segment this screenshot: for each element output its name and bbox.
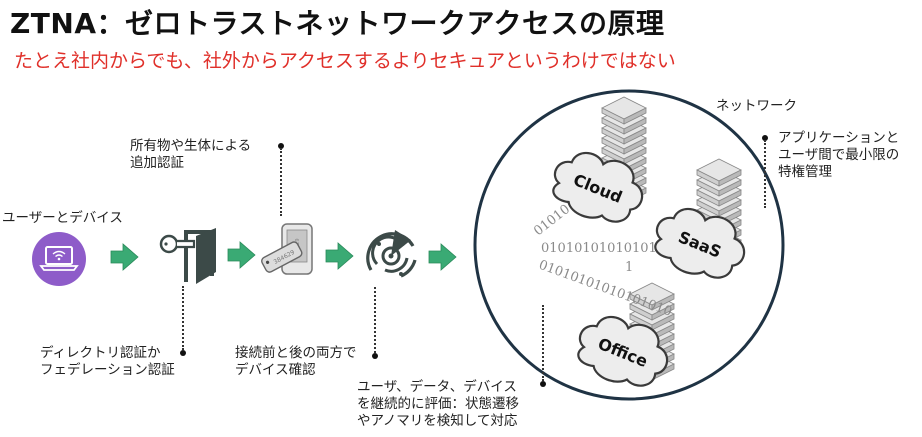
flow-arrow	[110, 243, 139, 271]
mfa-annotation-line: 追加認証	[130, 155, 184, 171]
annotation-leader-line	[542, 305, 544, 381]
directory-auth-annotation: ディレクトリ認証か フェデレーション認証	[40, 345, 175, 379]
annotation-leader-line	[182, 286, 184, 350]
annotation-dot	[278, 143, 284, 149]
continuous-eval-annotation-line: ユーザ、データ、デバイス	[357, 379, 517, 395]
radar-icon	[366, 230, 417, 278]
laptop-wifi-icon	[32, 232, 86, 286]
device-check-annotation: 接続前と後の両方で デバイス確認	[235, 345, 357, 379]
cloud-resource: Cloud	[542, 139, 653, 236]
flow-arrow	[428, 243, 457, 271]
continuous-eval-annotation-line: を継続的に評価：状態遷移	[357, 396, 519, 412]
page-title: ZTNA：ゼロトラストネットワークアクセスの原理	[10, 7, 665, 40]
flow-arrow	[227, 241, 256, 269]
annotation-leader-line	[764, 140, 766, 208]
mfa-annotation: 所有物や生体による 追加認証	[130, 138, 251, 172]
key-door-icon	[159, 228, 216, 284]
directory-auth-annotation-line: フェデレーション認証	[40, 362, 175, 378]
annotation-leader-line	[374, 287, 376, 353]
continuous-eval-annotation-line: やアノマリを検知して対応	[357, 413, 518, 429]
least-privilege-annotation-line: アプリケーションと	[778, 130, 900, 146]
least-privilege-annotation-line: ユーザ間で最小限の	[778, 147, 900, 163]
network-label: ネットワーク	[716, 98, 797, 114]
annotation-leader-line	[280, 148, 282, 216]
saas-resource: SaaS	[644, 195, 755, 292]
annotation-dot	[762, 135, 768, 141]
annotation-dot	[180, 350, 186, 356]
continuous-eval-annotation: ユーザ、データ、デバイス を継続的に評価：状態遷移 やアノマリを検知して対応	[357, 379, 519, 430]
least-privilege-annotation-line: 特権管理	[778, 164, 832, 180]
device-check-annotation-line: 接続前と後の両方で	[235, 345, 357, 361]
user-device-label: ユーザーとデバイス	[2, 210, 123, 226]
network-boundary-ring	[473, 89, 785, 401]
device-check-annotation-line: デバイス確認	[235, 362, 316, 378]
mfa-annotation-line: 所有物や生体による	[130, 138, 252, 154]
flow-arrow	[325, 242, 354, 270]
least-privilege-annotation: アプリケーションと ユーザ間で最小限の 特権管理	[778, 130, 899, 181]
page-subtitle: たとえ社内からでも、社外からアクセスするよりセキュアというわけではない	[14, 50, 676, 72]
binary-stream: 1	[625, 260, 633, 275]
office-resource: Office	[567, 303, 678, 400]
annotation-dot	[372, 353, 378, 359]
security-token-icon: 384629 384629	[261, 223, 313, 275]
binary-stream: 010101010101010100	[541, 241, 690, 256]
annotation-dot	[540, 381, 546, 387]
directory-auth-annotation-line: ディレクトリ認証か	[40, 345, 161, 361]
